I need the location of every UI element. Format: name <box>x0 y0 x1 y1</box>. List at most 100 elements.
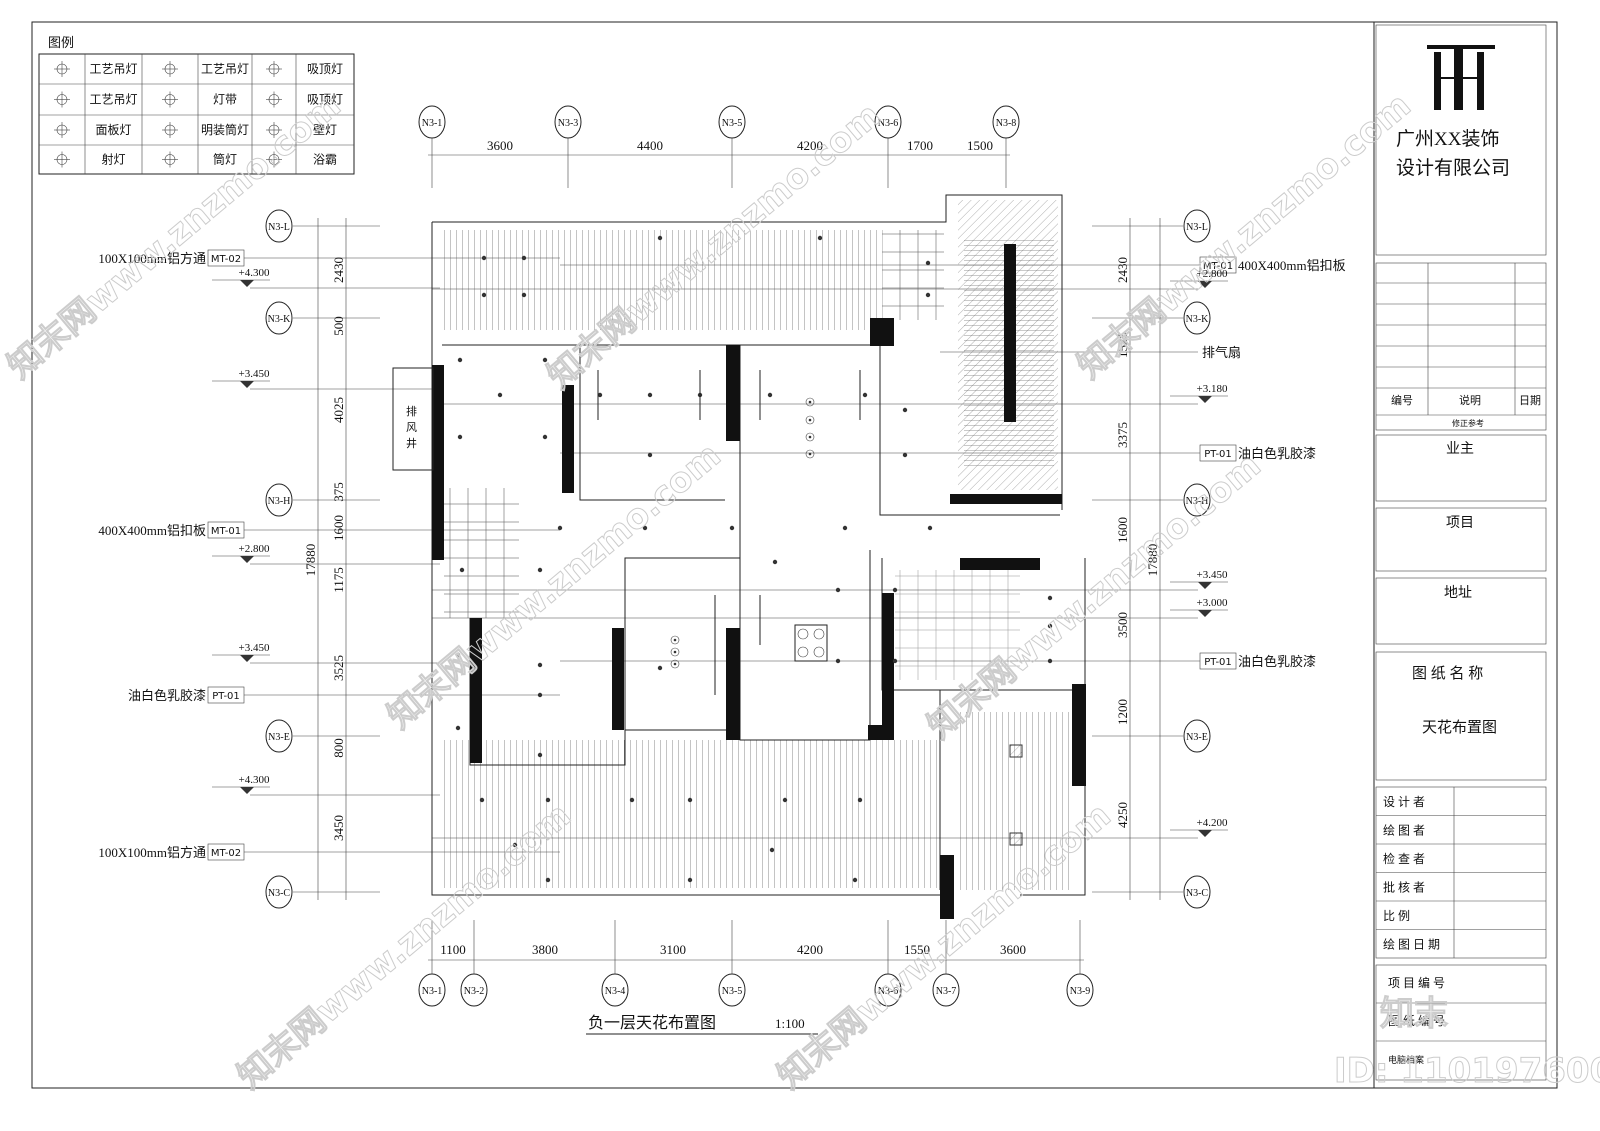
wall-block <box>1004 244 1016 422</box>
total-dimension: 17880 <box>1145 544 1160 577</box>
downlight-icon <box>857 797 863 803</box>
address-box <box>1375 577 1547 645</box>
downlight-icon <box>782 797 788 803</box>
owner-label: 业主 <box>1446 441 1474 457</box>
downlight-icon <box>657 235 663 241</box>
axis-label: N3-1 <box>422 118 443 129</box>
axis-label: N3-2 <box>464 986 485 997</box>
dimension: 1175 <box>331 567 346 593</box>
cross-chandelier-icon <box>162 61 178 77</box>
legend-title: 图例 <box>48 35 74 50</box>
dimension: 3450 <box>331 815 346 841</box>
elevation-label: +4.300 <box>239 267 270 279</box>
svg-text:ID: 1101976004: ID: 1101976004 <box>1334 1051 1600 1091</box>
ceiling-lights <box>455 235 1053 883</box>
panel-light <box>1009 744 1023 758</box>
downlight-icon <box>862 392 868 398</box>
dimension: 4200 <box>797 942 823 957</box>
spotlight-icon <box>54 151 70 168</box>
dimension: 1500 <box>967 138 993 153</box>
downlight-icon <box>902 452 908 458</box>
triple-chandelier-icon <box>54 91 70 108</box>
chandelier-icon <box>805 415 815 425</box>
elevation-marker-icon <box>1198 582 1212 589</box>
elevation-label: +3.450 <box>239 368 270 380</box>
dimension: 800 <box>331 738 346 758</box>
panel-light <box>1009 832 1023 846</box>
downlight-icon <box>687 877 693 883</box>
downlight-icon <box>842 525 848 531</box>
chandelier-icon <box>805 432 815 442</box>
downlight-icon <box>455 725 461 731</box>
bathroom-ceiling <box>895 570 1020 680</box>
downlight-icon <box>892 587 898 593</box>
downlight-icon <box>647 392 653 398</box>
downlight-icon <box>925 260 931 266</box>
material-code: PT-01 <box>212 691 240 702</box>
sign-row-label: 批 核 者 <box>1383 880 1425 895</box>
drawing-title: 负一层天花布置图 <box>588 1014 716 1032</box>
elevation-label: +3.450 <box>239 642 270 654</box>
dimension: 3800 <box>532 942 558 957</box>
downlight-icon <box>687 797 693 803</box>
downlight-icon <box>1047 595 1053 601</box>
legend-label: 明装筒灯 <box>201 122 249 137</box>
material-code: MT-01 <box>211 526 241 537</box>
project-label: 项目 <box>1446 516 1474 531</box>
company-name-line2: 设计有限公司 <box>1396 157 1510 179</box>
downlight-icon <box>629 797 635 803</box>
axis-label: N3-C <box>1186 888 1209 899</box>
axis-label: N3-6 <box>878 118 899 129</box>
annotations: MT-02100X100mm铝方通+4.300+3.450MT-01400X40… <box>98 249 1346 861</box>
elevation-label: +4.200 <box>1197 817 1228 829</box>
downlight-icon <box>767 392 773 398</box>
material-code: MT-02 <box>211 848 241 859</box>
axis-label: N3-L <box>1186 222 1208 233</box>
downlight-icon <box>162 151 178 168</box>
downlight-icon <box>647 452 653 458</box>
footer-row-label: 项 目 编 号 <box>1388 975 1445 990</box>
address-label: 地址 <box>1444 585 1472 601</box>
dimension: 375 <box>331 482 346 502</box>
chandelier-icon <box>670 647 680 657</box>
axis-label: N3-L <box>268 222 290 233</box>
total-dimension: 17880 <box>303 544 318 577</box>
downlight-icon <box>521 255 527 261</box>
dimension: 2430 <box>1115 257 1130 283</box>
axis-bubble <box>1183 301 1211 335</box>
drawing-name: 天花布置图 <box>1422 719 1497 736</box>
downlight-icon <box>835 658 841 664</box>
aluminium-square-tube-ceiling-top <box>440 230 880 330</box>
downlight-icon <box>657 665 663 671</box>
legend-label: 灯带 <box>213 93 237 107</box>
elevation-marker-icon <box>1198 281 1212 288</box>
project-box <box>1375 507 1547 572</box>
title-block: 广州XX装饰 设计有限公司 编号说明日期修正参考 业主 项目 地址 图 纸 名 … <box>1375 24 1547 1081</box>
dimension: 4200 <box>797 138 823 153</box>
axis-bubble <box>1183 209 1211 243</box>
dimension: 4025 <box>331 397 346 423</box>
axis-bubble <box>265 483 293 517</box>
axis-label: N3-9 <box>1070 986 1091 997</box>
legend-label: 浴霸 <box>313 153 337 167</box>
elevation-marker-icon <box>1198 396 1212 403</box>
material-label: 油白色乳胶漆 <box>128 688 206 703</box>
legend-label: 面板灯 <box>95 123 131 137</box>
elevation-label: +3.180 <box>1197 383 1228 395</box>
downlight-icon <box>1047 623 1053 629</box>
downlight-icon <box>542 357 548 363</box>
downlight-icon <box>597 392 603 398</box>
downlight-icon <box>537 692 543 698</box>
chandelier-grid <box>794 624 828 662</box>
axis-label: N3-5 <box>722 118 743 129</box>
chandelier-icon <box>670 635 680 645</box>
dimension: 4400 <box>637 138 663 153</box>
material-code: PT-01 <box>1204 449 1232 460</box>
axis-label: N3-H <box>1186 496 1209 507</box>
elevation-marker-icon <box>1198 830 1212 837</box>
downlight-icon <box>835 587 841 593</box>
bath-heater-icon <box>266 151 282 168</box>
